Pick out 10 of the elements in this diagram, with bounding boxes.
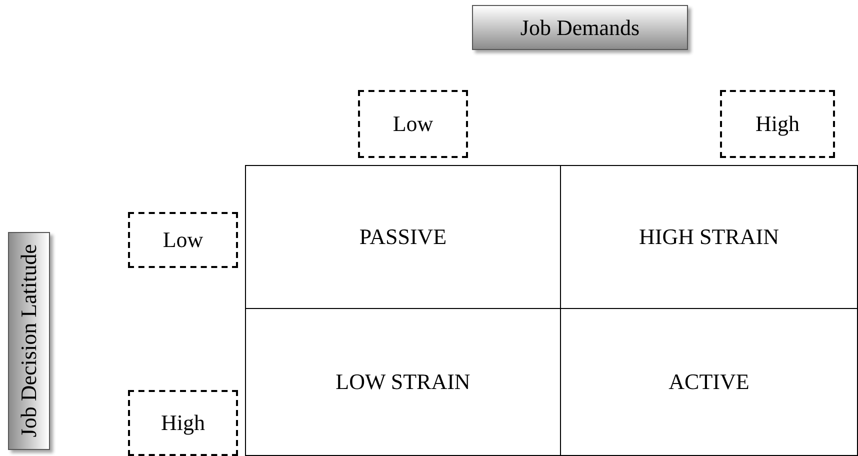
level-label-box: High (128, 390, 238, 456)
axis-heading-box: Job Demands (472, 5, 688, 50)
matrix-cell: LOW STRAIN (245, 308, 561, 456)
matrix-cell: ACTIVE (560, 308, 858, 456)
matrix-cell: PASSIVE (245, 165, 561, 309)
axis-heading-box: Job Decision Latitude (8, 232, 50, 450)
level-label-box: Low (358, 90, 468, 158)
matrix-cell: HIGH STRAIN (560, 165, 858, 309)
level-label-box: High (720, 90, 835, 158)
level-label-box: Low (128, 212, 238, 268)
